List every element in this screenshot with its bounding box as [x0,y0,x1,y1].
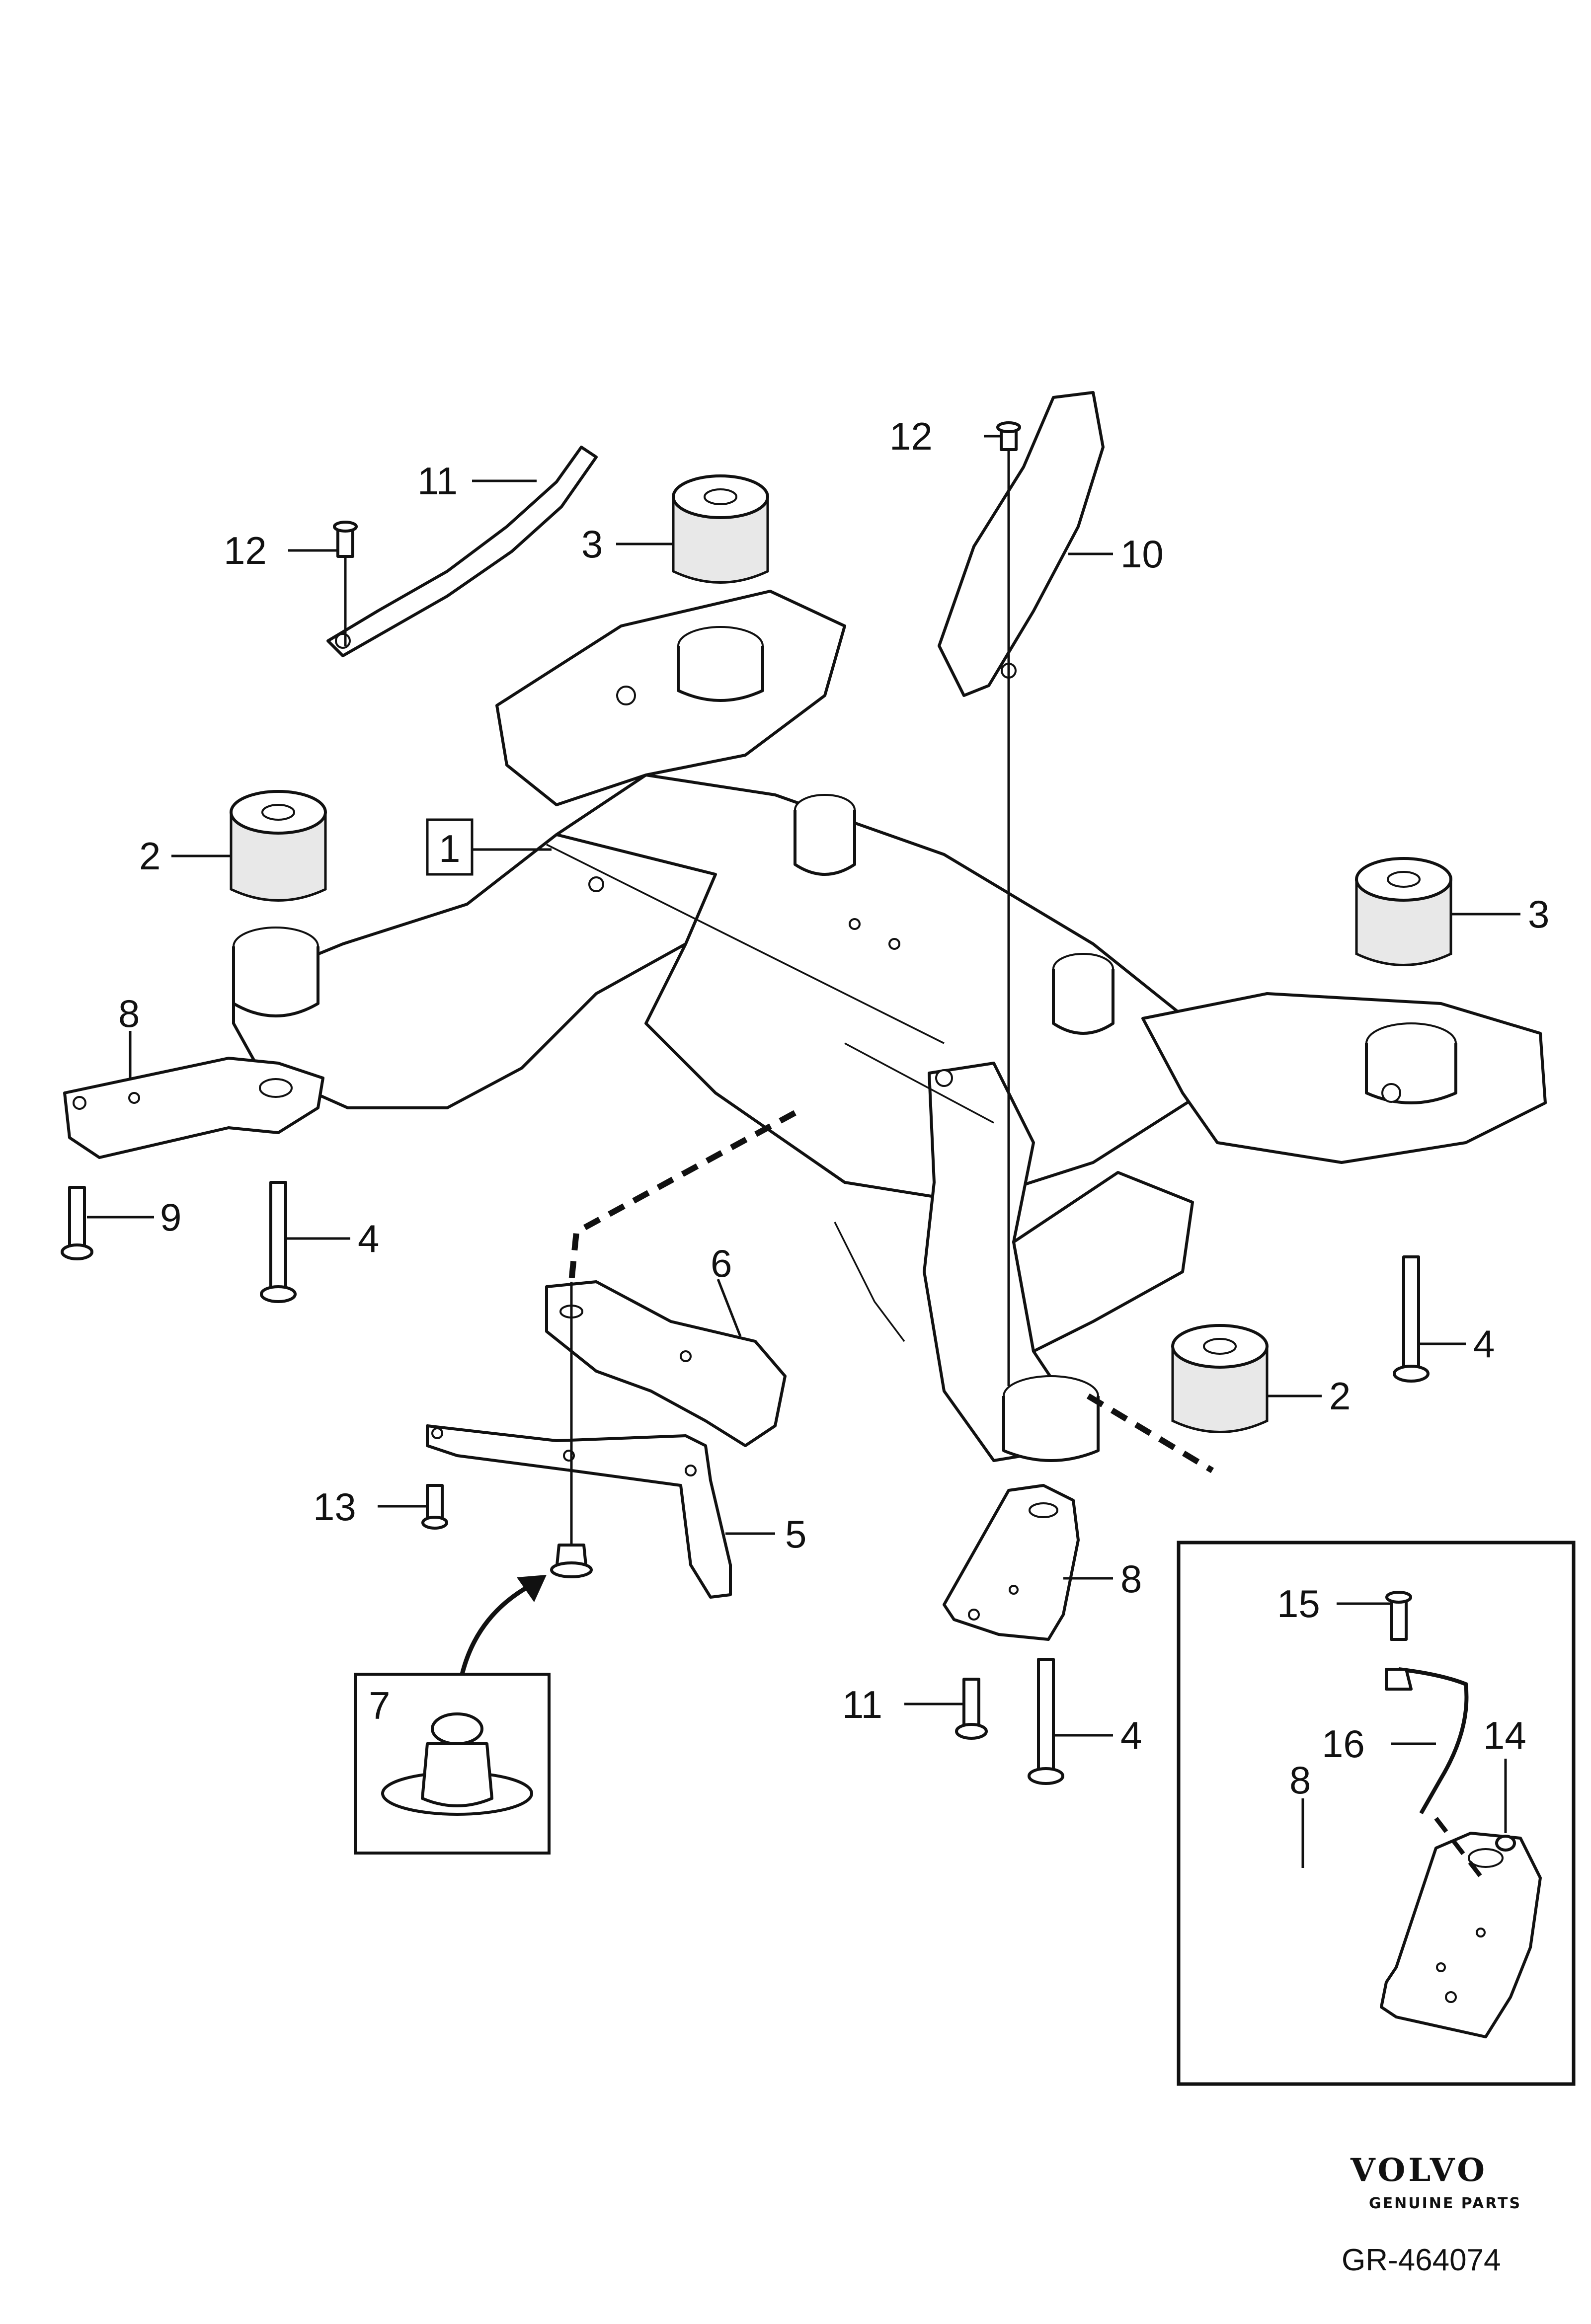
bolt-13 [421,1484,448,1530]
callout-4-lower: 4 [1120,1713,1142,1757]
callout-16: 16 [1322,1722,1365,1766]
callout-4-right: 4 [1473,1322,1495,1366]
bolt-4-left [260,1181,297,1303]
bolt-11-lower [955,1678,988,1740]
brand-tagline: GENUINE PARTS [1369,2195,1521,2212]
callout-8-right: 8 [1120,1557,1142,1601]
callout-15: 15 [1277,1582,1320,1626]
reinforcement-plate-8-left [63,1057,324,1159]
diagram-reference: GR-464074 [1342,2243,1501,2277]
callout-4-left: 4 [358,1217,379,1260]
reinforcement-plate-8-right [943,1484,1080,1641]
callout-2-right: 2 [1329,1374,1351,1418]
bolt-9 [61,1186,93,1260]
callout-13: 13 [313,1485,356,1529]
brand-wordmark: VOLVO [1350,2152,1488,2189]
bushing-3-upper [672,474,769,584]
callout-8-detail: 8 [1289,1758,1311,1802]
detail-box-ground-strap [1177,1541,1576,2086]
bushing-2-left [230,790,327,902]
volvo-genuine-parts-logo: VOLVO GENUINE PARTS [1350,2152,1521,2212]
bolt-12-right [996,421,1021,451]
callout-5: 5 [785,1512,806,1556]
bolt-4-right [1393,1255,1430,1383]
callout-1: 1 [439,827,460,870]
callout-7: 7 [369,1684,390,1727]
callout-3-upper: 3 [581,522,603,566]
callout-10: 10 [1120,532,1164,576]
bushing-3-right [1355,857,1452,966]
callout-2-left: 2 [139,834,160,878]
dashed-indicator-right [1086,1393,1214,1473]
callout-numbers: 11 12 3 2 1 12 10 3 8 9 4 6 4 2 13 5 8 1… [118,414,1549,1802]
bracket-10-upper-right [938,391,1105,697]
callout-12-left: 12 [224,529,267,572]
heat-shield-6 [545,1280,787,1447]
callout-3-right: 3 [1528,892,1549,936]
dashed-indicator-left [568,1110,796,1282]
callout-6: 6 [711,1241,732,1285]
callout-leaders [87,435,1520,1868]
callout-9: 9 [160,1195,181,1239]
clip-7 [550,1544,593,1578]
callout-11-lower: 11 [842,1683,882,1726]
callout-1-box [426,818,474,876]
callout-11-upper: 11 [417,459,458,503]
callout-12-right: 12 [889,414,933,458]
bolt-12-left [333,521,358,558]
bushing-2-right [1171,1324,1269,1433]
callout-8-left: 8 [118,992,140,1035]
subframe-assembly [232,590,1547,1462]
detail-box-7 [354,1673,551,1855]
bolt-4-lower [1028,1658,1064,1785]
bracket-11-upper-left [326,446,598,657]
callout-14: 14 [1483,1713,1526,1757]
